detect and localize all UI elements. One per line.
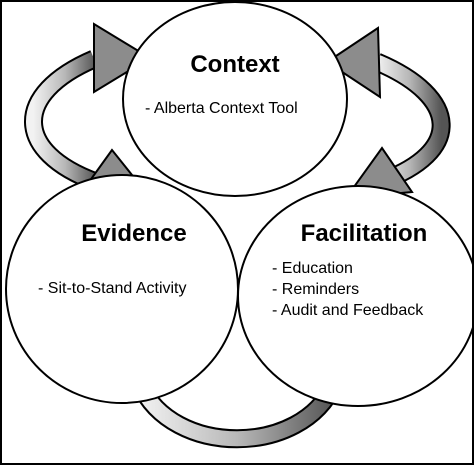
facilitation-item: - Audit and Feedback — [272, 302, 424, 319]
facilitation-item: - Education — [272, 260, 353, 277]
context-circle — [122, 2, 348, 197]
facilitation-title: Facilitation — [301, 220, 428, 247]
arrow-context-to-facilitation — [325, 26, 451, 200]
evidence-item: - Sit-to-Stand Activity — [38, 280, 187, 297]
arrowhead-context-right — [325, 26, 382, 99]
evidence-title: Evidence — [81, 220, 186, 247]
arrowhead-context-left — [93, 22, 152, 94]
context-item: - Alberta Context Tool — [145, 100, 298, 117]
context-title: Context — [190, 51, 279, 78]
evidence-circle — [5, 174, 239, 404]
facilitation-item: - Reminders — [272, 281, 359, 298]
